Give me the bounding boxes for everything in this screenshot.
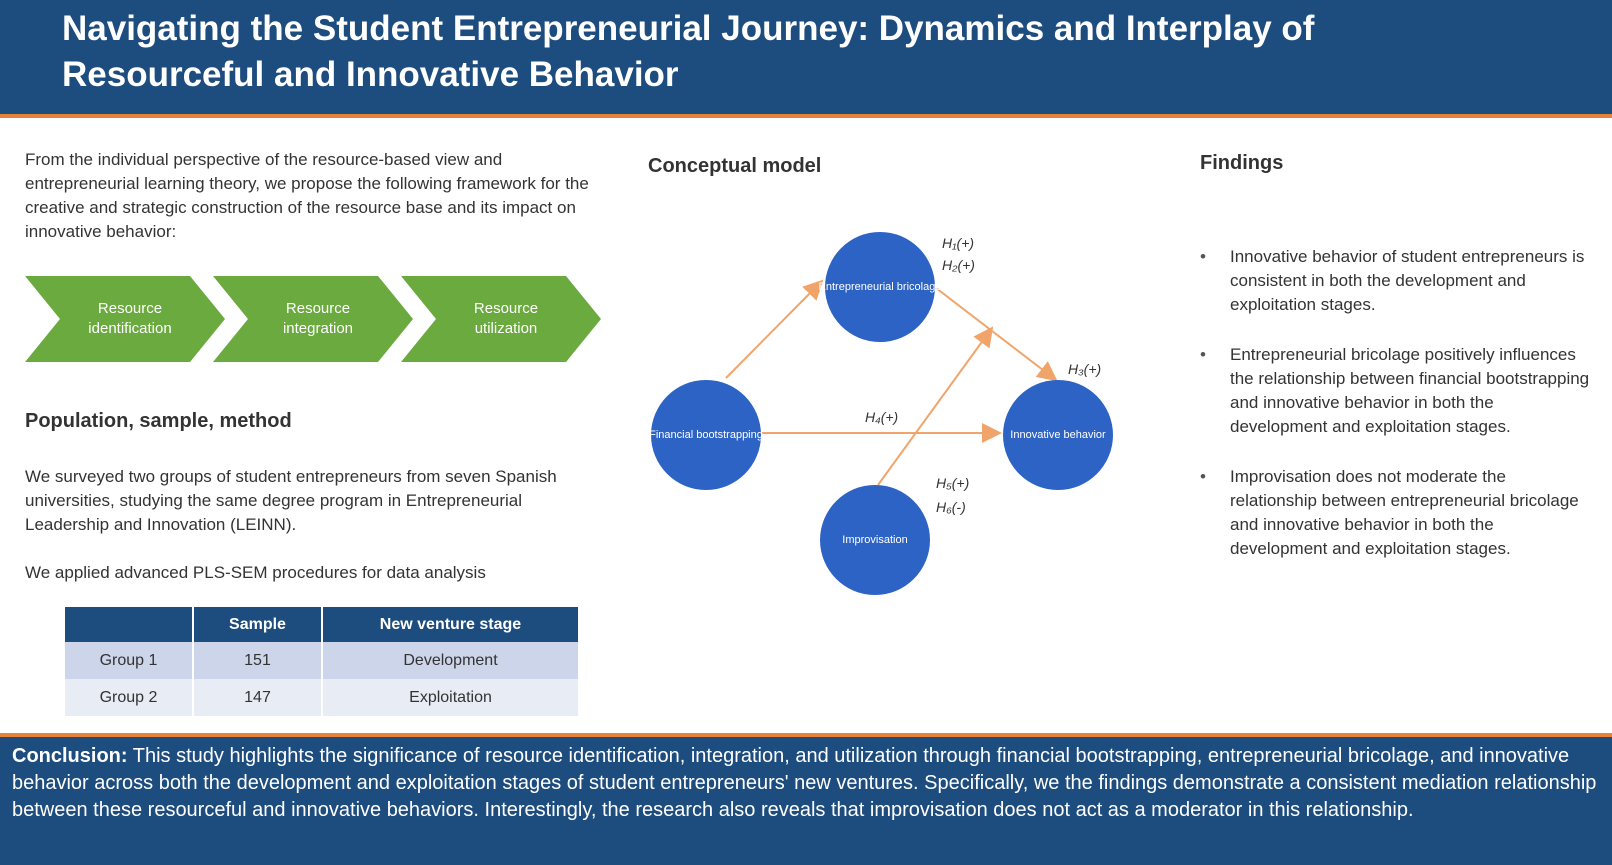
chevron-label: Resource identification [88,300,172,337]
chevron-resource-identification: Resource identification [25,276,230,362]
conclusion-text: This study highlights the significance o… [12,745,1597,821]
intro-text: From the individual perspective of the r… [25,150,589,241]
arrow-improvisation-moderation [877,326,994,486]
node-entrepreneurial-bricolage [825,232,935,342]
hypothesis-label-h1: H₁(+) [942,235,974,251]
table-header-row: Sample New venture stage [65,607,580,642]
intro-section: From the individual perspective of the r… [25,148,600,244]
chevron-label: Resource integration [282,300,354,337]
table-header-sample: Sample [193,607,323,642]
table-header-blank [65,607,194,642]
findings-item: Entrepreneurial bricolage positively inf… [1200,343,1590,439]
chevron-shape [25,276,225,362]
method-text-analysis: We applied advanced PLS-SEM procedures f… [25,563,486,582]
resource-process-chevrons: Resource identification Resource integra… [25,276,615,362]
findings-list: Innovative behavior of student entrepren… [1200,245,1590,561]
findings-item: Improvisation does not moderate the rela… [1200,465,1590,561]
method-text-survey: We surveyed two groups of student entrep… [25,467,557,534]
hypothesis-label-h2: H₂(+) [942,257,975,273]
poster-title: Navigating the Student Entrepreneurial J… [62,9,1315,94]
poster-header: Navigating the Student Entrepreneurial J… [0,0,1612,118]
table-cell-sample: 147 [193,679,323,716]
node-label-bootstrapping: Financial bootstrapping [649,429,763,441]
table-header-stage: New venture stage [322,607,580,642]
conclusion-footer: Conclusion: This study highlights the si… [0,733,1612,865]
conceptual-model-panel: Conceptual model Entrepreneurial bricola… [640,140,1170,720]
chevron-shape [213,276,413,362]
hypothesis-label-h3: H₃(+) [1068,361,1101,377]
arrow-bootstrapping-to-bricolage [725,279,824,379]
chevron-label: Resource utilization [473,300,539,337]
table-cell-stage: Exploitation [322,679,580,716]
chevron-resource-utilization: Resource utilization [401,276,606,362]
table-cell-group: Group 1 [65,642,194,679]
node-label-bricolage: Entrepreneurial bricolage [819,281,942,293]
conceptual-model-diagram: Conceptual model Entrepreneurial bricola… [648,155,1113,595]
node-improvisation [820,485,930,595]
sample-table: Sample New venture stage Group 1 151 Dev… [65,607,580,716]
hypothesis-label-direct: H₄(+) [865,409,898,425]
diagram-title: Conceptual model [648,155,821,177]
chevron-shape [401,276,601,362]
table-row: Group 2 147 Exploitation [65,679,580,716]
method-title: Population, sample, method [25,410,292,432]
findings-item: Innovative behavior of student entrepren… [1200,245,1590,317]
node-label-improvisation: Improvisation [842,534,907,546]
table-cell-group: Group 2 [65,679,194,716]
conclusion-label: Conclusion: [12,745,128,767]
table-row: Group 1 151 Development [65,642,580,679]
arrow-bricolage-to-innovative [935,287,1058,382]
node-innovative-behavior [1003,380,1113,490]
findings-title: Findings [1200,152,1284,174]
findings-panel: Findings Innovative behavior of student … [1200,148,1590,587]
node-label-innovative: Innovative behavior [1010,429,1106,441]
hypothesis-label-moderation-a: H₅(+) [936,475,969,491]
chevron-resource-integration: Resource integration [213,276,418,362]
table-cell-stage: Development [322,642,580,679]
hypothesis-label-moderation-b: H₆(-) [936,499,966,515]
table-cell-sample: 151 [193,642,323,679]
node-financial-bootstrapping [651,380,761,490]
